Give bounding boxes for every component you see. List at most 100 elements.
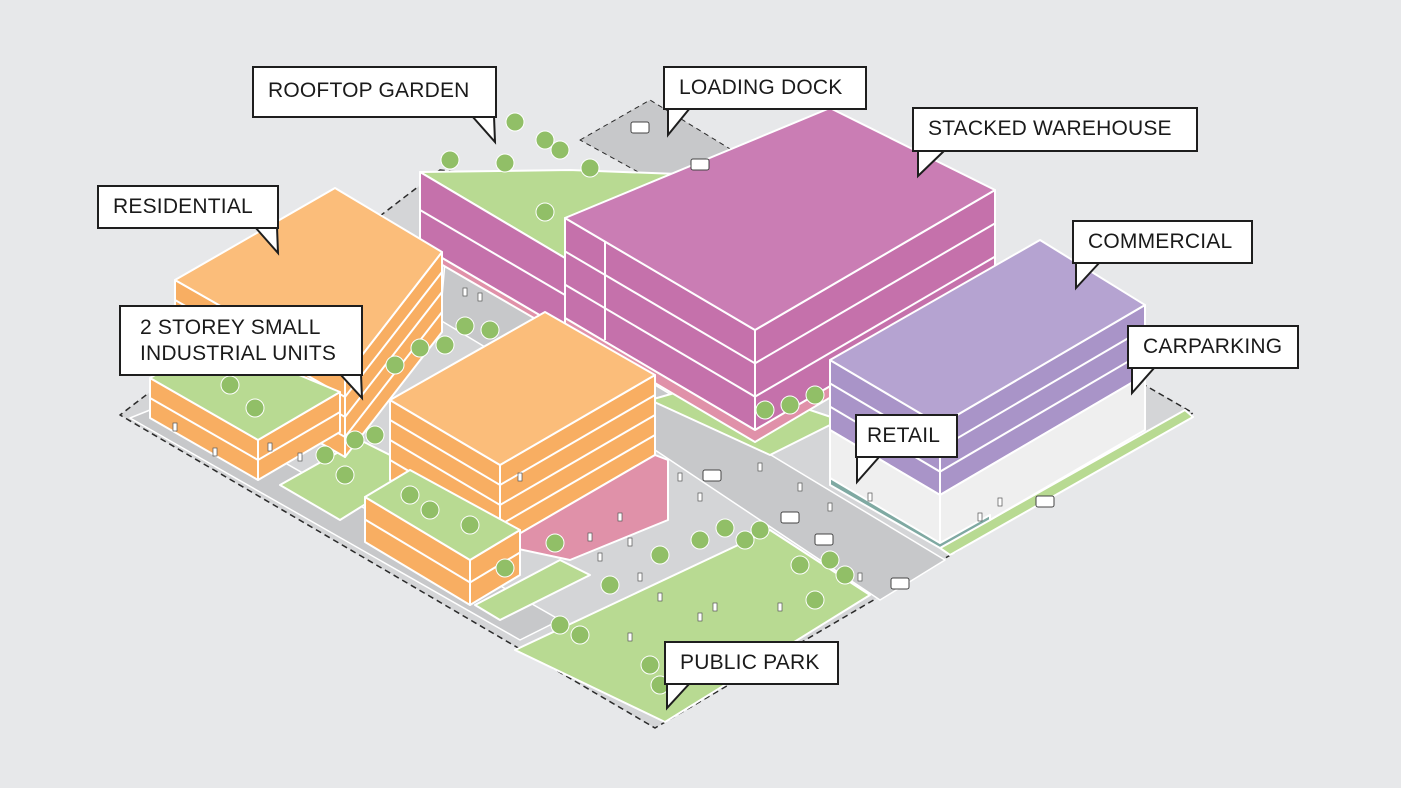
tree [315, 445, 335, 465]
person [637, 572, 643, 582]
vehicle [630, 121, 650, 134]
tree [495, 558, 515, 578]
stacked-warehouse-roof [564, 107, 996, 331]
person [297, 452, 303, 462]
retail-frontage [829, 477, 991, 549]
label-industrial-units: 2 STOREY SMALL INDUSTRIAL UNITS [119, 305, 363, 376]
tree [480, 320, 500, 340]
tree [435, 335, 455, 355]
tree [820, 550, 840, 570]
tree [365, 425, 385, 445]
tree [750, 520, 770, 540]
tree [550, 615, 570, 635]
callout-pointer [471, 115, 497, 145]
callout-pointer [1131, 366, 1156, 396]
callout-pointer [339, 373, 364, 401]
tree [420, 500, 440, 520]
industrial-units-floor-line [149, 397, 341, 462]
label-rooftop-garden: ROOFTOP GARDEN [252, 66, 497, 118]
person [172, 422, 178, 432]
person [777, 602, 783, 612]
callout-pointer [1075, 261, 1101, 291]
person [677, 472, 683, 482]
tree [545, 533, 565, 553]
person [617, 512, 623, 522]
label-stacked-warehouse: STACKED WAREHOUSE [912, 107, 1198, 152]
callout-pointer [917, 149, 946, 179]
callout-pointer [254, 226, 280, 256]
tree [835, 565, 855, 585]
label-retail: RETAIL [855, 414, 958, 458]
label-carparking: CARPARKING [1127, 325, 1299, 369]
tree [335, 465, 355, 485]
label-loading-dock: LOADING DOCK [663, 66, 867, 110]
person [712, 602, 718, 612]
tree [650, 545, 670, 565]
stacked-warehouse-floor-line [564, 222, 996, 365]
callout-pointer [667, 107, 691, 138]
person [597, 552, 603, 562]
public-park [514, 529, 871, 723]
label-residential: RESIDENTIAL [97, 185, 279, 229]
label-commercial: COMMERCIAL [1072, 220, 1253, 264]
vehicle [890, 577, 910, 590]
tree [780, 395, 800, 415]
person [517, 472, 523, 482]
person [587, 532, 593, 542]
tree [345, 430, 365, 450]
callout-pointer [666, 682, 691, 711]
person [657, 592, 663, 602]
person [997, 497, 1003, 507]
person [697, 612, 703, 622]
tree [735, 530, 755, 550]
tree [790, 555, 810, 575]
person [462, 287, 468, 297]
residential-central-floor-line [389, 394, 656, 487]
tree [385, 355, 405, 375]
vehicle [814, 533, 834, 546]
person [857, 572, 863, 582]
residential-central-floor-line [389, 414, 656, 507]
callout-pointer [856, 455, 881, 485]
label-public-park: PUBLIC PARK [664, 641, 839, 685]
person [697, 492, 703, 502]
park-strip-south [474, 559, 591, 621]
person [477, 292, 483, 302]
person [267, 442, 273, 452]
trees [220, 112, 855, 695]
tree [805, 590, 825, 610]
tree [535, 202, 555, 222]
buildings [149, 107, 1146, 606]
tree [550, 140, 570, 160]
person [627, 632, 633, 642]
person [757, 462, 763, 472]
stacked-warehouse-floor-line [564, 255, 996, 398]
person [797, 482, 803, 492]
person [212, 447, 218, 457]
vehicle [780, 511, 800, 524]
residential-central [389, 311, 656, 546]
tree [505, 112, 525, 132]
tree [460, 515, 480, 535]
vehicle [702, 469, 722, 482]
park-strip-east [939, 409, 1194, 556]
tree [715, 518, 735, 538]
tree [400, 485, 420, 505]
tree [580, 158, 600, 178]
tree [805, 385, 825, 405]
tree [245, 398, 265, 418]
tree [440, 150, 460, 170]
person [867, 492, 873, 502]
person [827, 502, 833, 512]
vehicle [690, 158, 710, 171]
tree [495, 153, 515, 173]
central-block-podium [499, 454, 669, 561]
person [977, 512, 983, 522]
people-and-vehicles [172, 121, 1055, 642]
callout-pointers [254, 107, 1156, 711]
tree [755, 400, 775, 420]
tree [410, 338, 430, 358]
tree [640, 655, 660, 675]
